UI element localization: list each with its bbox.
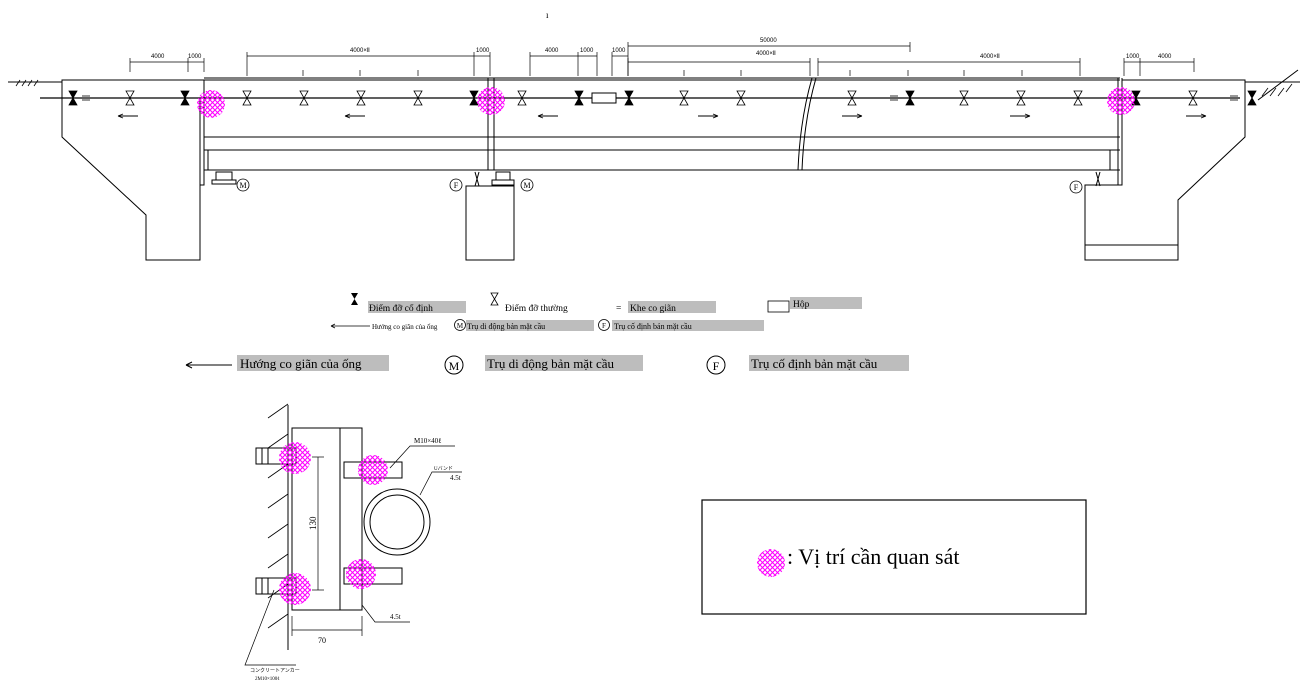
bridge-deck — [204, 77, 1123, 185]
dimension-labels: 4000 1000 4000×Ⅱ 1000 4000 1000 1000 500… — [151, 38, 1172, 60]
ground-left — [8, 79, 62, 87]
legend-large-movable-pier: Trụ di động bản mặt cầu — [487, 356, 614, 371]
pier-label-m: M — [523, 181, 530, 190]
observation-label: : Vị trí cần quan sát — [787, 544, 960, 569]
legend-movable-pier: Trụ di động bản mặt cầu — [467, 322, 545, 331]
dim-label: 1000 — [1126, 54, 1140, 60]
legend-pipe-direction: Hướng co giãn của ống — [372, 323, 438, 331]
dim-label: 4000×Ⅱ — [756, 51, 776, 57]
band-thickness: 4.5t — [450, 474, 461, 482]
width-dim: 70 — [318, 636, 326, 645]
legend-normal-support: Điểm đỡ thường — [505, 303, 568, 314]
dim-label: 4000×Ⅱ — [980, 54, 1000, 60]
bridge-elevation — [8, 42, 1300, 261]
observation-markers-bridge — [197, 87, 1135, 118]
pier-label-f: F — [1074, 183, 1079, 192]
fixed-supports — [68, 90, 1257, 106]
dim-label: 1000 — [476, 48, 490, 54]
normal-supports — [125, 90, 1198, 106]
legend-large-f-symbol: F — [713, 359, 720, 373]
legend-joint-symbol: = — [616, 304, 621, 314]
pier-label-m: M — [239, 181, 246, 190]
dim-label: 1000 — [612, 48, 626, 54]
legend-small: Điểm đỡ cố định Điểm đỡ thường = Khe co … — [330, 292, 862, 331]
legend-m-symbol: M — [457, 322, 464, 330]
anchor-spec: 2M10×100ℓ — [255, 676, 280, 682]
legend-fixed-support: Điểm đỡ cố định — [369, 303, 433, 314]
detail-labels: M10×40ℓ Uバンド 4.5t 130 4.5t 70 コンクリートアンカー… — [250, 437, 461, 682]
dim-label: 4000 — [151, 54, 165, 60]
pier-label-f: F — [454, 181, 459, 190]
bolt-spec: M10×40ℓ — [414, 437, 442, 445]
observation-markers-detail — [279, 442, 388, 605]
legend-f-symbol: F — [602, 322, 606, 330]
legend-large-m-symbol: M — [449, 359, 460, 373]
band-label: Uバンド — [434, 466, 453, 472]
dim-label: 4000 — [1158, 54, 1172, 60]
dim-label: 50000 — [760, 38, 777, 44]
legend-box: Hộp — [793, 300, 810, 310]
middle-pier — [465, 185, 515, 261]
dim-label: 4000 — [545, 48, 559, 54]
legend-large-fixed-pier: Trụ cố định bản mặt cầu — [751, 356, 878, 371]
dim-label: 1000 — [580, 48, 594, 54]
observation-swatch — [757, 549, 785, 577]
height-dim: 130 — [308, 516, 318, 530]
dim-label: 4000×Ⅱ — [350, 48, 370, 54]
dimension-lines — [129, 42, 1195, 76]
right-abutment — [1084, 79, 1246, 261]
ground-right — [1245, 69, 1300, 101]
legend-fixed-pier: Trụ cố định bản mặt cầu — [614, 322, 692, 331]
top-mark: ı — [546, 10, 549, 20]
pier-symbols: M F M F — [236, 178, 1083, 194]
dim-label: 1000 — [188, 54, 202, 60]
expansion-arrows — [117, 113, 1207, 119]
legend-large-pipe-direction: Hướng co giãn của ống — [240, 356, 362, 371]
legend-large: Hướng co giãn của ống M Trụ di động bản … — [185, 355, 909, 375]
legend-expansion-joint: Khe co giãn — [630, 304, 676, 314]
pipe-box — [591, 92, 617, 104]
expansion-joint-marks — [82, 95, 1238, 101]
observation-key: : Vị trí cần quan sát — [701, 499, 1087, 615]
anchor-label: コンクリートアンカー — [250, 668, 300, 674]
left-abutment — [61, 79, 205, 261]
plate-thickness: 4.5t — [390, 613, 401, 621]
